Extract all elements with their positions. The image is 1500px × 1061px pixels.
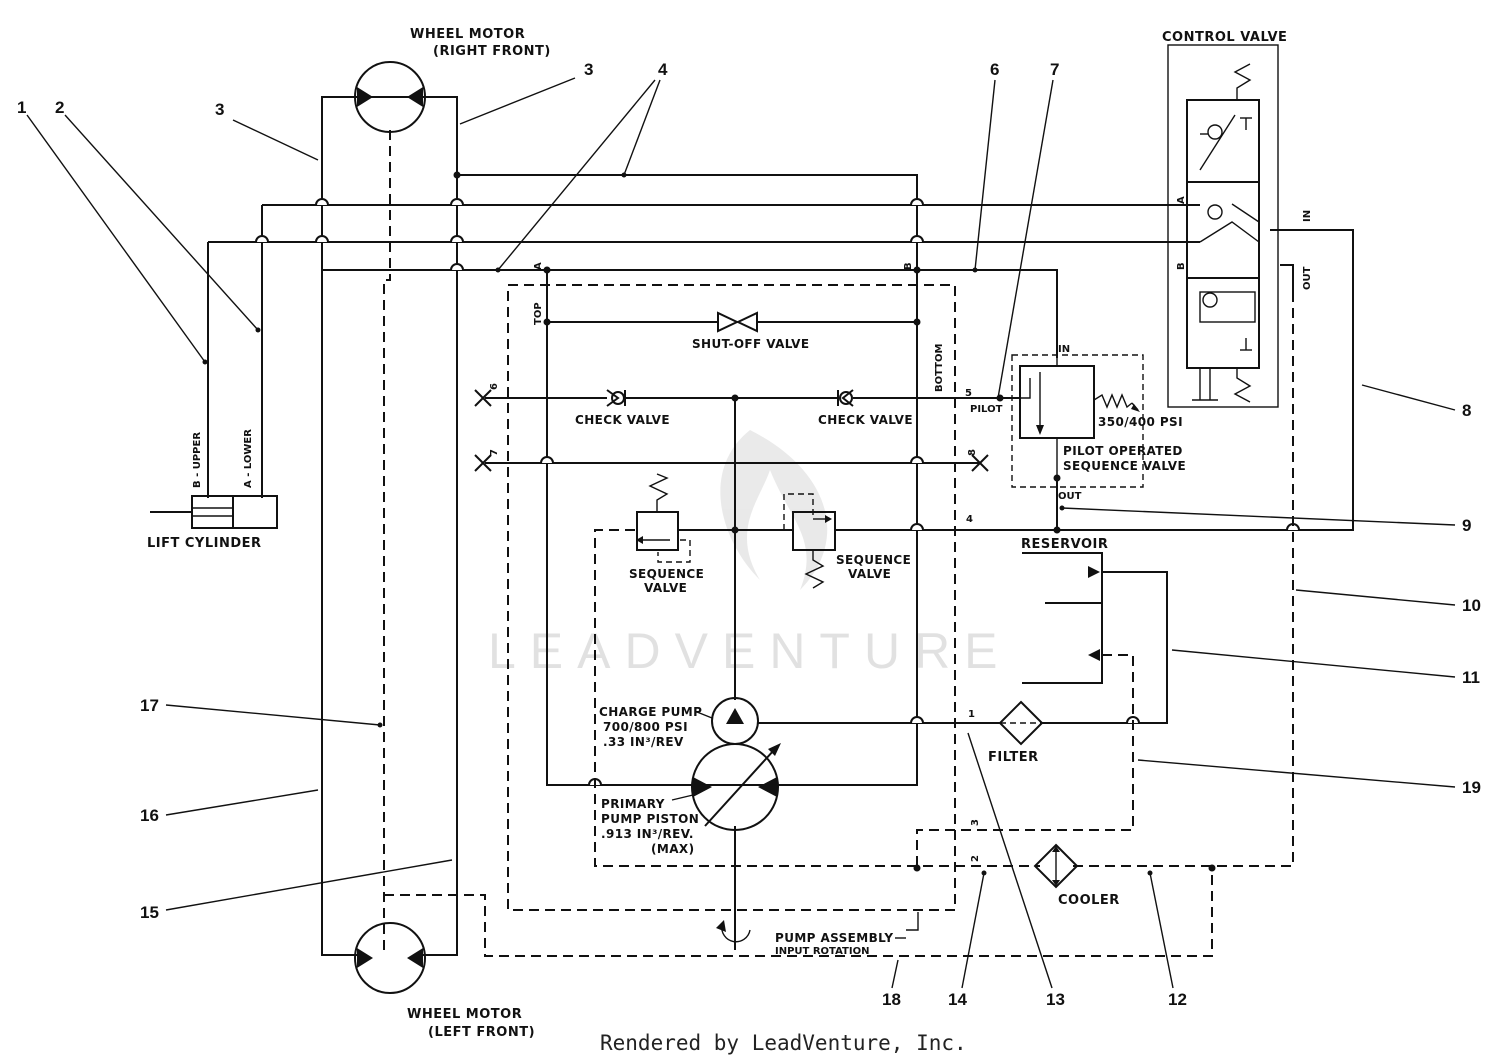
primary-pump: PRIMARY PUMP PISTON .913 IN³/REV. (MAX) — [601, 743, 781, 856]
pilot-seq-name-1: PILOT OPERATED — [1063, 444, 1183, 458]
footer-credit: Rendered by LeadVenture, Inc. — [600, 1031, 967, 1055]
check-valve-left: CHECK VALVE — [575, 389, 670, 427]
port-2-label: 2 — [970, 855, 981, 862]
filter: FILTER — [988, 700, 1044, 765]
check-valve-right: CHECK VALVE — [818, 389, 913, 427]
charge-pump-label-3: .33 IN³/REV — [603, 735, 684, 749]
callout-10: 10 — [1462, 596, 1481, 615]
port-6-label: 6 — [489, 383, 500, 390]
callout-4: 4 — [658, 60, 668, 79]
callout-8: 8 — [1462, 401, 1471, 420]
cooler-label: COOLER — [1058, 893, 1120, 908]
primary-pump-label-1: PRIMARY — [601, 797, 665, 811]
drain-lines — [383, 130, 1294, 957]
callout-17: 17 — [140, 696, 159, 715]
pilot-sequence-valve: IN OUT 350/400 PSI PILOT OPERATED SEQUEN… — [965, 344, 1186, 502]
port-5-label: 5 — [965, 388, 972, 399]
pilot-seq-psi-label: 350/400 PSI — [1098, 415, 1183, 429]
bottom-label: BOTTOM — [934, 344, 945, 392]
callout-14: 14 — [948, 990, 967, 1009]
callout-12: 12 — [1168, 990, 1187, 1009]
input-rotation: PUMP ASSEMBLY INPUT ROTATION — [716, 920, 906, 957]
primary-pump-label-4: (MAX) — [651, 842, 694, 856]
watermark-flame-icon — [720, 430, 828, 590]
pilot-seq-in-label: IN — [1058, 344, 1070, 355]
port-plugs: 6 7 8 4 1 3 2 — [474, 383, 989, 862]
callout-18: 18 — [882, 990, 901, 1009]
sequence-valve-left: SEQUENCE VALVE — [629, 473, 704, 595]
pilot-seq-out-label: OUT — [1058, 491, 1082, 502]
port-a-label: A — [533, 262, 544, 270]
charge-pump: CHARGE PUMP 700/800 PSI .33 IN³/REV — [599, 697, 759, 749]
cv-port-in: IN — [1302, 210, 1313, 222]
reservoir: RESERVOIR — [1021, 537, 1108, 661]
wheel-motor-left: WHEEL MOTOR (LEFT FRONT) — [354, 922, 535, 1040]
pilot-seq-name-2: SEQUENCE VALVE — [1063, 459, 1186, 473]
shut-off-valve-label: SHUT-OFF VALVE — [692, 337, 809, 351]
callout-2: 2 — [55, 98, 64, 117]
sequence-valve-left-label-1: SEQUENCE — [629, 567, 704, 581]
port-4-label: 4 — [966, 514, 973, 525]
b-upper-label: B - UPPER — [192, 432, 203, 488]
watermark: LEADVENTURE — [488, 430, 1012, 679]
watermark-text: LEADVENTURE — [488, 623, 1012, 679]
primary-pump-label-2: PUMP PISTON — [601, 812, 699, 826]
callout-leaders — [26, 77, 1456, 989]
callout-numbers: 1 2 3 3 4 6 7 8 9 10 11 19 12 13 14 18 1… — [17, 60, 1481, 1009]
wheel-motor-right-sub: (RIGHT FRONT) — [433, 44, 551, 59]
port-8-label: 8 — [967, 449, 978, 456]
callout-6: 6 — [990, 60, 999, 79]
cooler: COOLER — [1033, 843, 1120, 908]
cv-port-b: B — [1176, 262, 1187, 270]
callout-13: 13 — [1046, 990, 1065, 1009]
pilot-label: PILOT — [970, 404, 1003, 415]
line-crossovers — [255, 198, 1300, 786]
charge-pump-label-1: CHARGE PUMP — [599, 705, 702, 719]
check-valve-left-label: CHECK VALVE — [575, 413, 670, 427]
callout-16: 16 — [140, 806, 159, 825]
control-valve-title: CONTROL VALVE — [1162, 30, 1287, 45]
wheel-motor-right-label: WHEEL MOTOR — [410, 27, 525, 42]
charge-pump-label-2: 700/800 PSI — [603, 720, 688, 734]
sequence-valve-right-label-1: SEQUENCE — [836, 553, 911, 567]
main-lines — [207, 96, 1354, 956]
check-valve-right-label: CHECK VALVE — [818, 413, 913, 427]
callout-19: 19 — [1462, 778, 1481, 797]
lift-cylinder: LIFT CYLINDER B - UPPER A - LOWER — [147, 429, 278, 551]
reservoir-label: RESERVOIR — [1021, 537, 1108, 552]
input-rotation-label: INPUT ROTATION — [775, 946, 869, 957]
sequence-valve-right-label-2: VALVE — [848, 567, 891, 581]
callout-9: 9 — [1462, 516, 1471, 535]
callout-11: 11 — [1462, 668, 1480, 687]
port-1-label: 1 — [968, 709, 975, 720]
callout-1: 1 — [17, 98, 26, 117]
primary-pump-label-3: .913 IN³/REV. — [601, 827, 694, 841]
cv-port-a: A — [1176, 196, 1187, 204]
wheel-motor-right: WHEEL MOTOR (RIGHT FRONT) — [354, 27, 551, 133]
pump-box-labels: A B TOP BOTTOM — [533, 262, 945, 392]
lift-cylinder-label: LIFT CYLINDER — [147, 536, 262, 551]
top-label: TOP — [533, 302, 544, 325]
a-lower-label: A - LOWER — [243, 429, 254, 488]
pump-assembly-label: PUMP ASSEMBLY — [775, 931, 893, 945]
wheel-motor-left-sub: (LEFT FRONT) — [428, 1025, 535, 1040]
port-b-label: B — [903, 262, 914, 270]
callout-7: 7 — [1050, 60, 1059, 79]
cv-port-out: OUT — [1302, 266, 1313, 290]
callout-3b: 3 — [584, 60, 593, 79]
wheel-motor-left-label: WHEEL MOTOR — [407, 1007, 522, 1022]
port-3-label: 3 — [970, 819, 981, 826]
sequence-valve-left-label-2: VALVE — [644, 581, 687, 595]
callout-15: 15 — [140, 903, 159, 922]
shut-off-valve: SHUT-OFF VALVE — [692, 311, 809, 351]
sequence-valve-right: SEQUENCE VALVE — [792, 511, 911, 589]
filter-label: FILTER — [988, 750, 1039, 765]
control-valve: CONTROL VALVE A B IN OUT — [1162, 30, 1313, 408]
port-7-label: 7 — [489, 449, 500, 456]
callout-3a: 3 — [215, 100, 224, 119]
